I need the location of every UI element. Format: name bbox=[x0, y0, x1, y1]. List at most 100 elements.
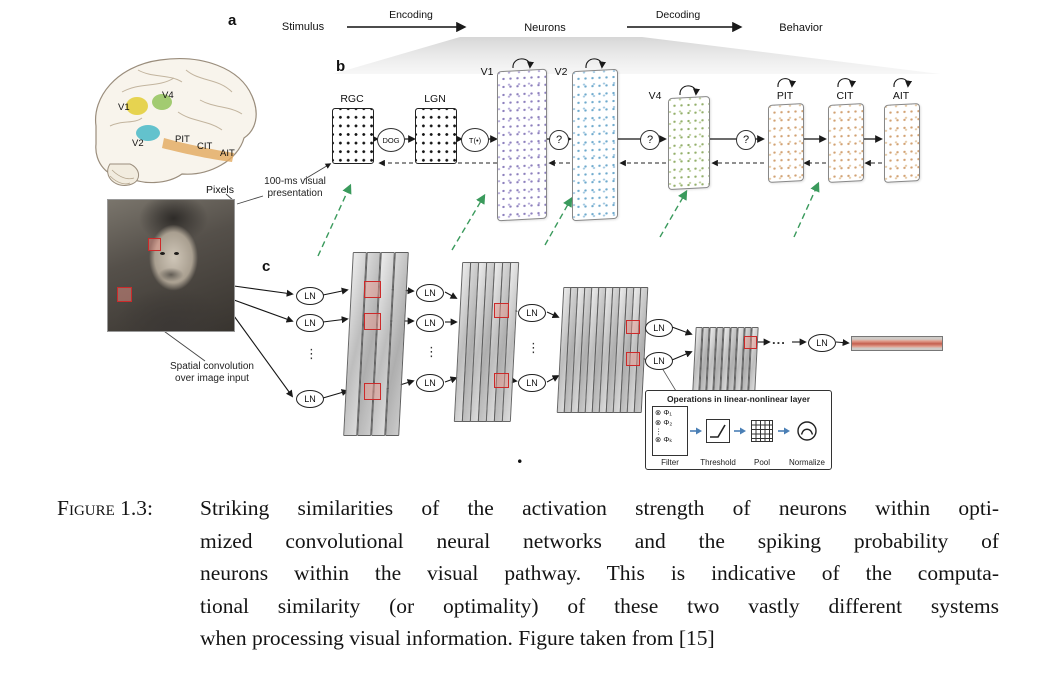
figure-caption: Figure 1.3: Striking similarities of the… bbox=[57, 492, 999, 655]
filter-row: ⊗ Φ₁ bbox=[655, 408, 672, 417]
vertical-ellipsis: ⋮ bbox=[425, 344, 438, 359]
rgc-label: RGC bbox=[340, 93, 364, 105]
receptive-field-marker bbox=[744, 336, 757, 349]
it-region-patch bbox=[162, 138, 234, 162]
arrow-right-icon bbox=[690, 427, 702, 435]
ln-node: LN bbox=[518, 304, 546, 322]
ln-node: LN bbox=[645, 352, 673, 370]
area-panel-v1 bbox=[497, 68, 547, 222]
ait-area-label: AIT bbox=[892, 90, 910, 102]
area-panel-ait bbox=[884, 103, 920, 183]
encoding-label: Encoding bbox=[389, 9, 433, 21]
receptive-field-marker bbox=[117, 287, 132, 302]
receptive-field-marker bbox=[494, 303, 509, 318]
figure-caption-label: Figure 1.3: bbox=[57, 496, 154, 520]
lgn-label: LGN bbox=[424, 93, 446, 105]
panel-a-label: a bbox=[228, 12, 237, 29]
v2-area-label: V2 bbox=[554, 66, 568, 78]
conv-stack-2 bbox=[453, 262, 520, 430]
recurrence-loop-icons bbox=[512, 58, 913, 96]
output-vector-bar bbox=[851, 336, 943, 351]
receptive-field-marker bbox=[148, 238, 161, 251]
brain-cit-label: CIT bbox=[197, 141, 213, 152]
brain-illustration: V4 V1 V2 PIT CIT AIT bbox=[94, 58, 257, 186]
ln-node: LN bbox=[296, 390, 324, 408]
neurons-label: Neurons bbox=[524, 22, 566, 34]
receptive-field-marker bbox=[626, 320, 640, 334]
question-node: ? bbox=[640, 130, 660, 150]
ln-node: LN bbox=[518, 374, 546, 392]
vertical-ellipsis: ⋮ bbox=[305, 346, 318, 361]
brain-v1-label: V1 bbox=[118, 102, 130, 113]
decoding-label: Decoding bbox=[655, 9, 701, 21]
v1-region-patch bbox=[126, 97, 148, 115]
behavior-label: Behavior bbox=[779, 22, 823, 34]
figure-1-3-diagram: a Stimulus Encoding Neurons Decoding Beh… bbox=[94, 9, 943, 470]
conv-stack-1 bbox=[343, 252, 418, 438]
area-panel-v2 bbox=[572, 68, 618, 222]
v4-region-patch bbox=[152, 94, 172, 110]
v2-region-patch bbox=[136, 125, 160, 141]
receptive-field-marker bbox=[494, 373, 509, 388]
panel-c-label: c bbox=[262, 258, 271, 275]
lgn-grid bbox=[415, 108, 457, 164]
pit-area-label: PIT bbox=[776, 90, 794, 102]
normalize-label: Normalize bbox=[789, 458, 826, 467]
arrow-right-icon bbox=[734, 427, 746, 435]
period-artifact: . bbox=[517, 443, 523, 468]
horizontal-ellipsis: ... bbox=[772, 332, 786, 347]
ln-node: LN bbox=[645, 319, 673, 337]
rgc-grid bbox=[332, 108, 374, 164]
cnn-to-brain-arrows bbox=[317, 181, 820, 257]
stimulus-label: Stimulus bbox=[281, 21, 325, 33]
brain-v2-label: V2 bbox=[132, 138, 144, 149]
filter-label: Filter bbox=[661, 458, 679, 467]
pool-label: Pool bbox=[753, 458, 770, 467]
area-panel-v4 bbox=[668, 95, 710, 191]
filter-row: ⊗ Φₖ bbox=[655, 435, 673, 444]
receptive-field-marker bbox=[364, 281, 381, 298]
pixels-label: Pixels bbox=[205, 184, 234, 196]
filter-row: ⊗ Φ₂ bbox=[655, 418, 673, 427]
ln-node: LN bbox=[296, 287, 324, 305]
operations-title: Operations in linear-nonlinear layer bbox=[666, 394, 811, 404]
caption-line: Striking similarities of the activation … bbox=[200, 496, 999, 520]
v4-area-label: V4 bbox=[648, 90, 662, 102]
dog-node: DOG bbox=[377, 128, 405, 152]
threshold-icon bbox=[706, 419, 730, 443]
brain-pit-label: PIT bbox=[175, 134, 190, 145]
threshold-label: Threshold bbox=[700, 458, 736, 467]
neurons-funnel bbox=[333, 37, 940, 74]
receptive-field-marker bbox=[626, 352, 640, 366]
presentation-note: 100-ms visual presentation bbox=[264, 176, 326, 199]
pool-icon bbox=[751, 420, 773, 442]
normalize-icon bbox=[796, 420, 818, 442]
caption-line: tional similarity (or optimality) of the… bbox=[200, 593, 999, 618]
filter-ellipsis: ⋮ bbox=[655, 427, 663, 436]
cit-area-label: CIT bbox=[836, 90, 854, 102]
vertical-ellipsis: ⋮ bbox=[527, 340, 540, 355]
ln-node: LN bbox=[416, 284, 444, 302]
area-panel-pit bbox=[768, 103, 804, 183]
brain-ait-label: AIT bbox=[220, 148, 235, 159]
ln-node: LN bbox=[416, 374, 444, 392]
operations-box: Operations in linear-nonlinear layer ⊗ Φ… bbox=[645, 390, 832, 470]
ln-node: LN bbox=[808, 334, 836, 352]
filter-icon: ⊗ Φ₁ ⊗ Φ₂ ⋮ ⊗ Φₖ bbox=[652, 406, 688, 456]
panel-b-label: b bbox=[336, 58, 346, 75]
receptive-field-marker bbox=[364, 383, 381, 400]
ln-node: LN bbox=[296, 314, 324, 332]
conv-note: Spatial convolution over image input bbox=[170, 361, 254, 384]
ln-node: LN bbox=[416, 314, 444, 332]
figure-caption-text: Striking similarities of the activation … bbox=[200, 492, 999, 655]
caption-line: neurons within the visual pathway. This … bbox=[200, 561, 999, 585]
caption-line: mized convolutional neural networks and … bbox=[200, 528, 999, 553]
caption-line: when processing visual information. Figu… bbox=[200, 626, 715, 650]
transfer-node: T(•) bbox=[461, 128, 489, 152]
area-panel-cit bbox=[828, 103, 864, 183]
brain-v4-label: V4 bbox=[162, 90, 174, 101]
question-node: ? bbox=[549, 130, 569, 150]
receptive-field-marker bbox=[364, 313, 381, 330]
arrow-right-icon bbox=[778, 427, 790, 435]
